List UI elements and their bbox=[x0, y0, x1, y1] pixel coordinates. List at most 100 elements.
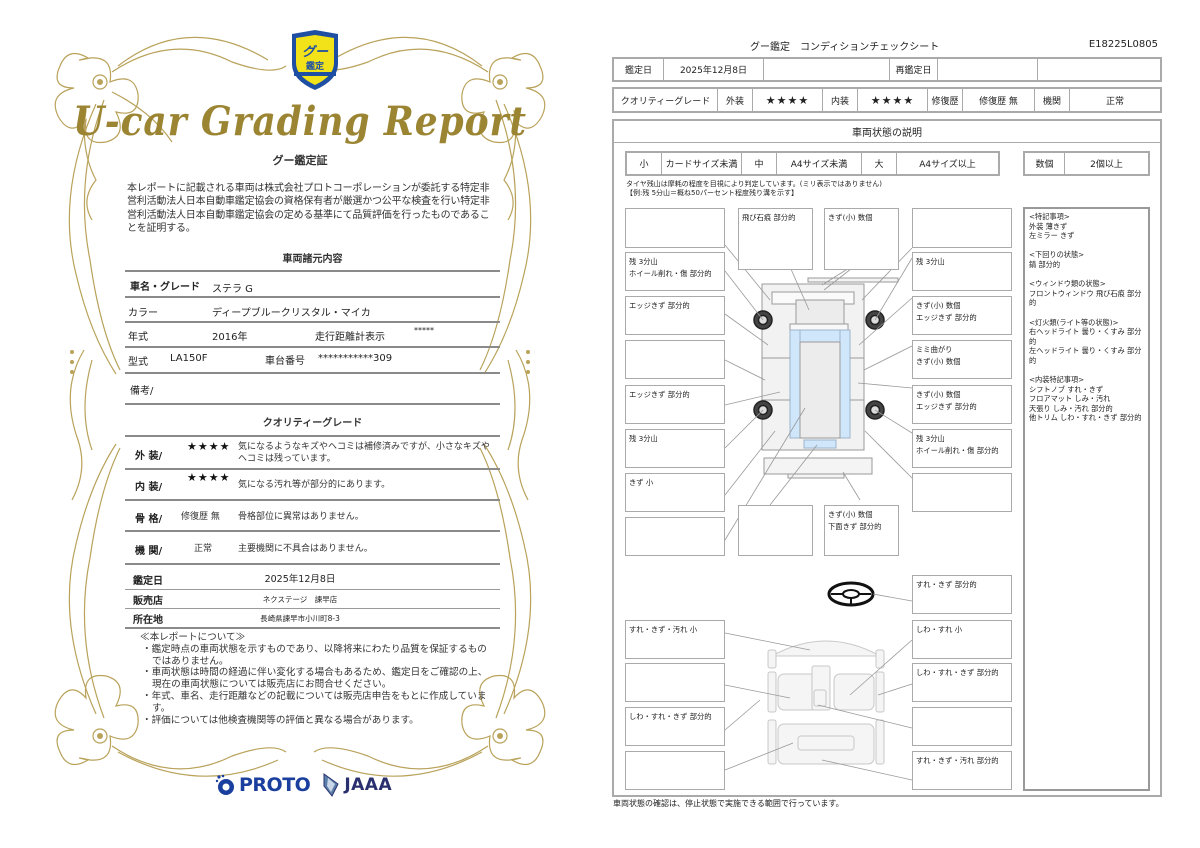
engine-label: 機 関/ bbox=[135, 546, 163, 557]
size-small-desc: カードサイズ未満 bbox=[662, 153, 742, 174]
repair-history-label-cell: 修復歴 bbox=[928, 89, 963, 111]
exterior-note-box-right-7 bbox=[912, 473, 1012, 512]
interior-notes-group: <内装特記事項> シフトノブ すれ・きず フロアマット しみ・汚れ 天張り しみ… bbox=[1029, 375, 1144, 423]
repair-history-value-cell: 修復歴 無 bbox=[963, 89, 1035, 111]
grade-row-table: クオリティーグレード 外装 ★★★★ 内装 ★★★★ 修復歴 修復歴 無 機関 … bbox=[612, 87, 1162, 113]
date-value-cell: 2025年12月8日 bbox=[664, 59, 764, 80]
interior-notes-heading: <内装特記事項> bbox=[1029, 375, 1085, 385]
interior-note-box-left-4 bbox=[625, 751, 725, 790]
divider bbox=[125, 627, 500, 629]
frame-value: 修復歴 無 bbox=[181, 512, 220, 522]
interior-description: 気になる汚れ等が部分的にあります。 bbox=[238, 480, 391, 490]
chassis-number-value: ***********309 bbox=[318, 353, 393, 364]
size-medium-desc: A4サイズ未満 bbox=[777, 153, 862, 174]
exterior-note-box-bottom-1 bbox=[738, 505, 813, 556]
check-sheet-code: E18225L0805 bbox=[1088, 39, 1158, 50]
divider bbox=[125, 321, 500, 323]
exterior-note-box-right-6: 残 3分山 ホイール削れ・傷 部分的 bbox=[912, 429, 1012, 468]
notes-heading: ≪本レポートについて≫ bbox=[140, 632, 246, 643]
blank-cell bbox=[1038, 59, 1160, 80]
badge-goo-text: グー bbox=[302, 44, 329, 60]
window-notes-heading: <ウィンドウ類の状態> bbox=[1029, 279, 1106, 289]
exterior-label-cell: 外装 bbox=[718, 89, 753, 111]
interior-note-box-right-5: すれ・きず・汚れ 部分的 bbox=[912, 751, 1012, 790]
special-notes-line: 外装 薄きず bbox=[1029, 221, 1068, 231]
tire-note-line2: 【例:残 5分山＝概ね50パーセント程度残り溝を示す】 bbox=[626, 189, 798, 197]
redate-label-cell: 再鑑定日 bbox=[890, 59, 938, 80]
date-label-cell: 鑑定日 bbox=[614, 59, 664, 80]
window-notes-group: <ウィンドウ類の状態> フロントウィンドウ 飛び石痕 部分的 bbox=[1029, 279, 1144, 308]
odometer-label: 走行距離計表示 bbox=[315, 332, 385, 343]
special-notes-line: 左ミラー きず bbox=[1029, 231, 1075, 241]
exterior-note-box-top-2: きず(小) 数個 bbox=[824, 208, 899, 270]
dealer-label: 販売店 bbox=[133, 596, 163, 607]
exterior-note-box-right-1 bbox=[912, 208, 1012, 248]
address-value: 長崎県諫早市小川町8-3 bbox=[260, 614, 340, 623]
jaaa-mark-icon bbox=[323, 773, 339, 797]
special-notes-heading: <特記事項> bbox=[1029, 212, 1070, 221]
notes-item: ・評価については他検査機関等の評価と異なる場合があります。 bbox=[142, 714, 419, 726]
notes-item: ・鑑定時点の車両状態を示すものであり、以降将来にわたり品質を保証するものではあり… bbox=[142, 643, 487, 667]
certificate-intro-text: 本レポートに記載される車両は株式会社プロトコーポレーションが委託する特定非営利活… bbox=[127, 183, 490, 235]
proto-mark-icon bbox=[215, 774, 234, 795]
special-notes-group: <特記事項> 外装 薄きず 左ミラー きず bbox=[1029, 212, 1144, 241]
lights-notes-heading: <灯火類(ライト等の状態)> bbox=[1029, 317, 1119, 327]
interior-notes-line: 天張り しみ・汚れ 部分的 bbox=[1029, 403, 1113, 413]
exterior-note-box-right-4: ミミ曲がり きず(小) 数個 bbox=[912, 340, 1012, 379]
size-large-desc: A4サイズ以上 bbox=[919, 160, 976, 170]
interior-stars: ★★★★ bbox=[187, 471, 231, 484]
interior-label: 内 装/ bbox=[135, 482, 163, 493]
divider bbox=[125, 589, 500, 590]
window-notes-line: フロントウィンドウ 飛び石痕 部分的 bbox=[1029, 288, 1142, 308]
odometer-value: ***** bbox=[414, 326, 434, 335]
count-legend-table: 数個 2個以上 bbox=[1023, 151, 1150, 176]
exterior-note-box-left-4 bbox=[625, 340, 725, 379]
divider bbox=[125, 468, 500, 470]
footer-logos: PROTO JAAA bbox=[215, 770, 392, 800]
engine-description: 主要機関に不具合はありません。 bbox=[238, 544, 373, 554]
year-value: 2016年 bbox=[212, 332, 248, 343]
grading-certificate: グー 鑑定 U-car Grading Report グー鑑定証 本レポートに記… bbox=[54, 30, 546, 800]
divider bbox=[125, 296, 500, 298]
jaaa-logo-text: JAAA bbox=[344, 775, 393, 795]
notes-item: ・年式、車名、走行距離などの記載については販売店申告をもとに作成しています。 bbox=[142, 690, 487, 714]
exterior-note-box-right-5: きず(小) 数個 エッジきず 部分的 bbox=[912, 385, 1012, 424]
appraisal-date-label: 鑑定日 bbox=[133, 576, 163, 587]
frame-description: 骨格部位に異常はありません。 bbox=[238, 512, 364, 522]
date-row-table: 鑑定日 2025年12月8日 再鑑定日 bbox=[612, 57, 1162, 82]
interior-note-box-right-2: しわ・すれ 小 bbox=[912, 620, 1012, 659]
interior-note-box-right-3: しわ・すれ・きず 部分的 bbox=[912, 663, 1012, 702]
appraisal-date-value: 2025年12月8日 bbox=[264, 574, 336, 585]
size-small-key: 小 bbox=[627, 153, 662, 174]
exterior-note-box-right-2: 残 3分山 bbox=[912, 252, 1012, 291]
car-name-value: ステラ G bbox=[212, 284, 253, 295]
exterior-note-box-left-5: エッジきず 部分的 bbox=[625, 385, 725, 424]
certificate-title: グー鑑定証 bbox=[272, 154, 328, 167]
divider bbox=[125, 403, 500, 405]
check-sheet-footer-note: 車両状態の確認は、停止状態で実施できる範囲で行っています。 bbox=[613, 799, 844, 808]
color-value: ディープブルークリスタル・マイカ bbox=[212, 308, 371, 319]
tire-note-line1: タイヤ残山は摩耗の程度を目視により判定しています。(ミリ表示ではありません) bbox=[626, 180, 882, 188]
exterior-note-box-left-6: 残 3分山 bbox=[625, 429, 725, 468]
condition-check-sheet: グー鑑定 コンディションチェックシート E18225L0805 鑑定日 2025… bbox=[600, 0, 1200, 848]
jaaa-logo: JAAA bbox=[322, 772, 392, 798]
model-label: 型式 bbox=[128, 357, 148, 368]
frame-label: 骨 格/ bbox=[135, 514, 163, 525]
exterior-note-box-bottom-2: きず(小) 数個 下面きず 部分的 bbox=[824, 505, 899, 556]
engine-value-cell: 正常 bbox=[1105, 96, 1124, 107]
lights-notes-line: 左ヘッドライト 曇り・くすみ 部分的 bbox=[1029, 346, 1142, 365]
model-value: LA150F bbox=[170, 353, 208, 364]
exterior-stars: ★★★★ bbox=[187, 440, 231, 453]
exterior-note-box-left-2: 残 3分山 ホイール削れ・傷 部分的 bbox=[625, 252, 725, 291]
size-large-key: 大 bbox=[862, 153, 897, 174]
exterior-note-box-top-1: 飛び石痕 部分的 bbox=[738, 208, 813, 270]
exterior-stars-cell: ★★★★ bbox=[753, 89, 823, 111]
exterior-note-box-right-3: きず(小) 数個 エッジきず 部分的 bbox=[912, 296, 1012, 335]
interior-notes-line: フロアマット しみ・汚れ bbox=[1029, 394, 1111, 404]
divider bbox=[125, 435, 500, 437]
undercarriage-notes-line: 錆 部分的 bbox=[1029, 259, 1061, 269]
divider bbox=[125, 563, 500, 565]
divider bbox=[125, 372, 500, 374]
divider bbox=[125, 608, 500, 609]
exterior-description-line1: 気になるようなキズやヘコミは補修済みですが、小さなキズや bbox=[238, 442, 490, 452]
